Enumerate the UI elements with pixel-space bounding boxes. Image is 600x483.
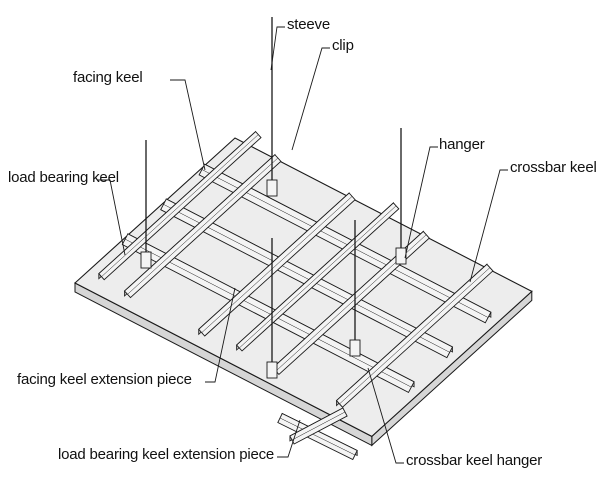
leader-load-bearing-keel	[97, 179, 126, 256]
leader-facing-keel-extension	[205, 287, 236, 383]
crossbar-keel-hanger-piece	[289, 407, 348, 445]
load-bearing-keel-2	[235, 201, 400, 352]
leader-steeve	[270, 26, 285, 71]
load-bearing-keel-1	[98, 130, 262, 281]
leader-facing-keel	[170, 79, 206, 171]
hanger-clip-2	[140, 251, 152, 269]
leader-crossbar-keel	[469, 169, 508, 283]
label-clip: clip	[332, 37, 354, 54]
leader-lines	[97, 26, 508, 464]
label-crossbar-keel-hanger: crossbar keel hanger	[406, 452, 543, 469]
facing-keel-2	[160, 198, 454, 359]
crossbar-keel-4	[335, 263, 494, 408]
hanger-clip-4	[266, 361, 278, 379]
facing-keel-3	[198, 163, 492, 324]
label-facing-keel: facing keel	[73, 69, 143, 86]
leader-load-bearing-keel-extension	[277, 419, 301, 458]
hanger-clip-1	[266, 179, 278, 197]
leader-crossbar-keel-hanger	[367, 367, 404, 464]
crossbar-keel-1	[123, 153, 282, 299]
label-crossbar-keel: crossbar keel	[510, 159, 597, 176]
facing-keel-2-ridge	[163, 204, 450, 353]
facing-keel-3-ridge	[201, 169, 489, 318]
crossbar-keel-4-ridge	[339, 267, 491, 405]
leader-clip	[291, 47, 330, 151]
crossbar-keel-2	[198, 192, 356, 337]
load-bearing-keel-1-ridge	[101, 134, 259, 277]
crossbar-keel-2-ridge	[201, 196, 353, 333]
keel-grid	[98, 130, 494, 461]
crossbar-keel-hanger-piece-ridge	[291, 411, 346, 441]
label-load-bearing-keel-extension-piece: load bearing keel extension piece	[58, 446, 275, 463]
hanger-clip-5	[349, 339, 361, 357]
label-hanger: hanger	[439, 136, 485, 153]
load-bearing-keel-extension	[277, 412, 358, 461]
label-load-bearing-keel: load bearing keel	[8, 169, 119, 186]
leader-hanger	[404, 146, 438, 259]
label-facing-keel-extension-piece: facing keel extension piece	[17, 371, 192, 388]
load-bearing-keel-2-ridge	[239, 205, 397, 349]
load-bearing-keel-extension-ridge	[279, 417, 356, 456]
hanger-rods	[140, 17, 407, 379]
facing-keel-1-ridge	[124, 238, 412, 388]
hanger-clip-3	[395, 247, 407, 265]
crossbar-keel-1-ridge	[127, 157, 279, 295]
label-steeve: steeve	[287, 16, 330, 33]
